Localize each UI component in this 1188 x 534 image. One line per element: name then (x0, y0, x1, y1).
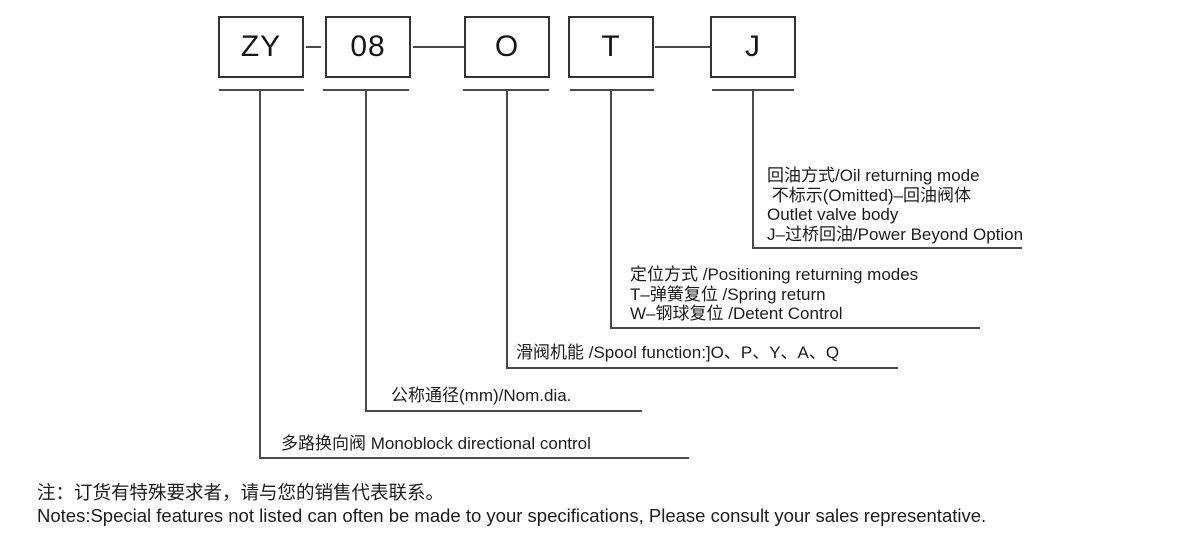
code-box-positioning-mode-label: T (601, 30, 621, 63)
code-box-oil-returning-mode: J (710, 16, 796, 78)
note-zh: 注：订货有特殊要求者，请与您的销售代表联系。 (37, 482, 445, 503)
tick-under-series (219, 89, 304, 91)
code-box-oil-returning-mode-label: J (745, 30, 761, 63)
code-box-nominal-diameter-label: 08 (350, 30, 386, 63)
leader-vertical-oil-returning-mode (752, 89, 754, 249)
underline-spool-function (506, 367, 898, 369)
connector-t-j (655, 46, 710, 48)
code-box-spool-function-label: O (494, 30, 520, 63)
code-box-spool-function: O (464, 16, 550, 78)
legend-monoblock: 多路换向阀 Monoblock directional control (281, 434, 591, 454)
legend-oil-returning: 回油方式/Oil returning mode 不标示(Omitted)–回油阀… (767, 166, 1023, 244)
legend-oil-returning-line: Outlet valve body (767, 205, 899, 224)
leader-vertical-series (259, 89, 261, 459)
legend-oil-returning-line: 不标示(Omitted)–回油阀体 (767, 185, 972, 205)
tick-under-positioning-mode (570, 89, 654, 91)
legend-monoblock-line: 多路换向阀 Monoblock directional control (281, 434, 591, 453)
underline-positioning (610, 327, 980, 329)
legend-positioning-line: 定位方式 /Positioning returning modes (630, 265, 919, 284)
code-box-series: ZY (218, 16, 304, 78)
legend-positioning-line: T–弹簧复位 /Spring return (630, 284, 826, 304)
note-en: Notes:Special features not listed can of… (37, 505, 987, 526)
legend-spool-function: 滑阀机能 /Spool function:]O、P、Y、A、Q (516, 343, 839, 363)
underline-nominal-diameter (365, 410, 642, 412)
legend-oil-returning-line: J–过桥回油/Power Beyond Option (767, 224, 1024, 244)
leader-vertical-spool-function (506, 89, 508, 369)
legend-positioning: 定位方式 /Positioning returning modes T–弹簧复位… (630, 265, 918, 324)
connector-zy-08 (306, 46, 321, 48)
code-box-nominal-diameter: 08 (325, 16, 411, 78)
legend-spool-function-line: 滑阀机能 /Spool function:]O、P、Y、A、Q (516, 343, 840, 362)
legend-nominal-diameter: 公称通径(mm)/Nom.dia. (391, 386, 571, 406)
legend-oil-returning-line: 回油方式/Oil returning mode (767, 166, 980, 185)
code-box-positioning-mode: T (568, 16, 654, 78)
connector-08-o (413, 46, 464, 48)
legend-nominal-diameter-line: 公称通径(mm)/Nom.dia. (391, 386, 572, 405)
underline-oil-returning (752, 247, 1022, 249)
leader-vertical-nominal-diameter (365, 89, 367, 412)
code-box-series-label: ZY (240, 30, 282, 63)
underline-monoblock (259, 457, 689, 459)
leader-vertical-positioning-mode (610, 89, 612, 329)
legend-positioning-line: W–钢球复位 /Detent Control (630, 304, 843, 323)
footnotes: 注：订货有特殊要求者，请与您的销售代表联系。 Notes:Special fea… (37, 481, 986, 527)
